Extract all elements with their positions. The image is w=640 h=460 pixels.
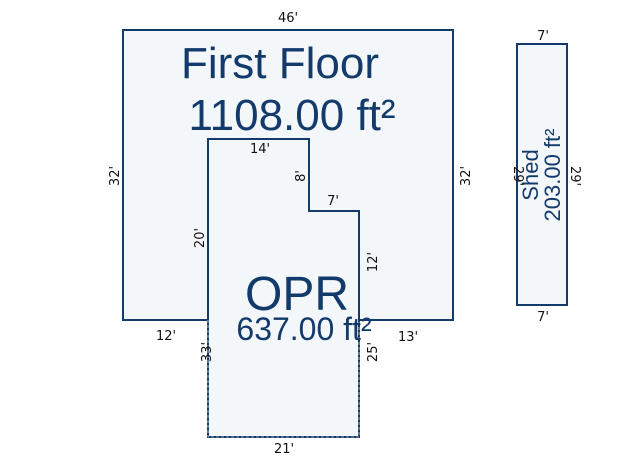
shed-dim-right: 29' xyxy=(567,166,582,186)
first-floor-dim-left: 32' xyxy=(108,166,123,186)
first-floor-dim-top: 46' xyxy=(278,11,298,26)
shed-area-label: 203.00 ft² xyxy=(540,129,565,222)
opr-dashed-inner xyxy=(207,320,360,438)
shed-outline xyxy=(516,43,568,306)
opr-dim-notch-drop: 8' xyxy=(294,170,309,182)
first-floor-dim-bottom-right: 13' xyxy=(398,330,418,345)
opr-dim-notch-step: 7' xyxy=(327,194,339,209)
shed-name: Shed xyxy=(518,149,543,200)
shed-dim-bottom: 7' xyxy=(537,310,549,325)
opr-area-label: 637.00 ft² xyxy=(236,311,372,347)
opr-dim-top: 14' xyxy=(250,142,270,157)
first-floor-name: First Floor xyxy=(181,39,379,88)
opr-dim-right-lower: 25' xyxy=(366,342,381,362)
opr-dim-left-upper: 20' xyxy=(193,228,208,248)
shed-dim-left: 29' xyxy=(510,166,525,186)
shed-dim-top: 7' xyxy=(537,29,549,44)
opr-dim-bottom: 21' xyxy=(274,442,294,457)
first-floor-dim-right: 32' xyxy=(459,166,474,186)
opr-dim-right-mid: 12' xyxy=(366,252,381,272)
first-floor-dim-bottom-left: 12' xyxy=(156,329,176,344)
first-floor-area-label: 1108.00 ft² xyxy=(188,91,395,140)
opr-name: OPR xyxy=(245,268,349,321)
opr-dim-left-lower: 33' xyxy=(200,342,215,362)
